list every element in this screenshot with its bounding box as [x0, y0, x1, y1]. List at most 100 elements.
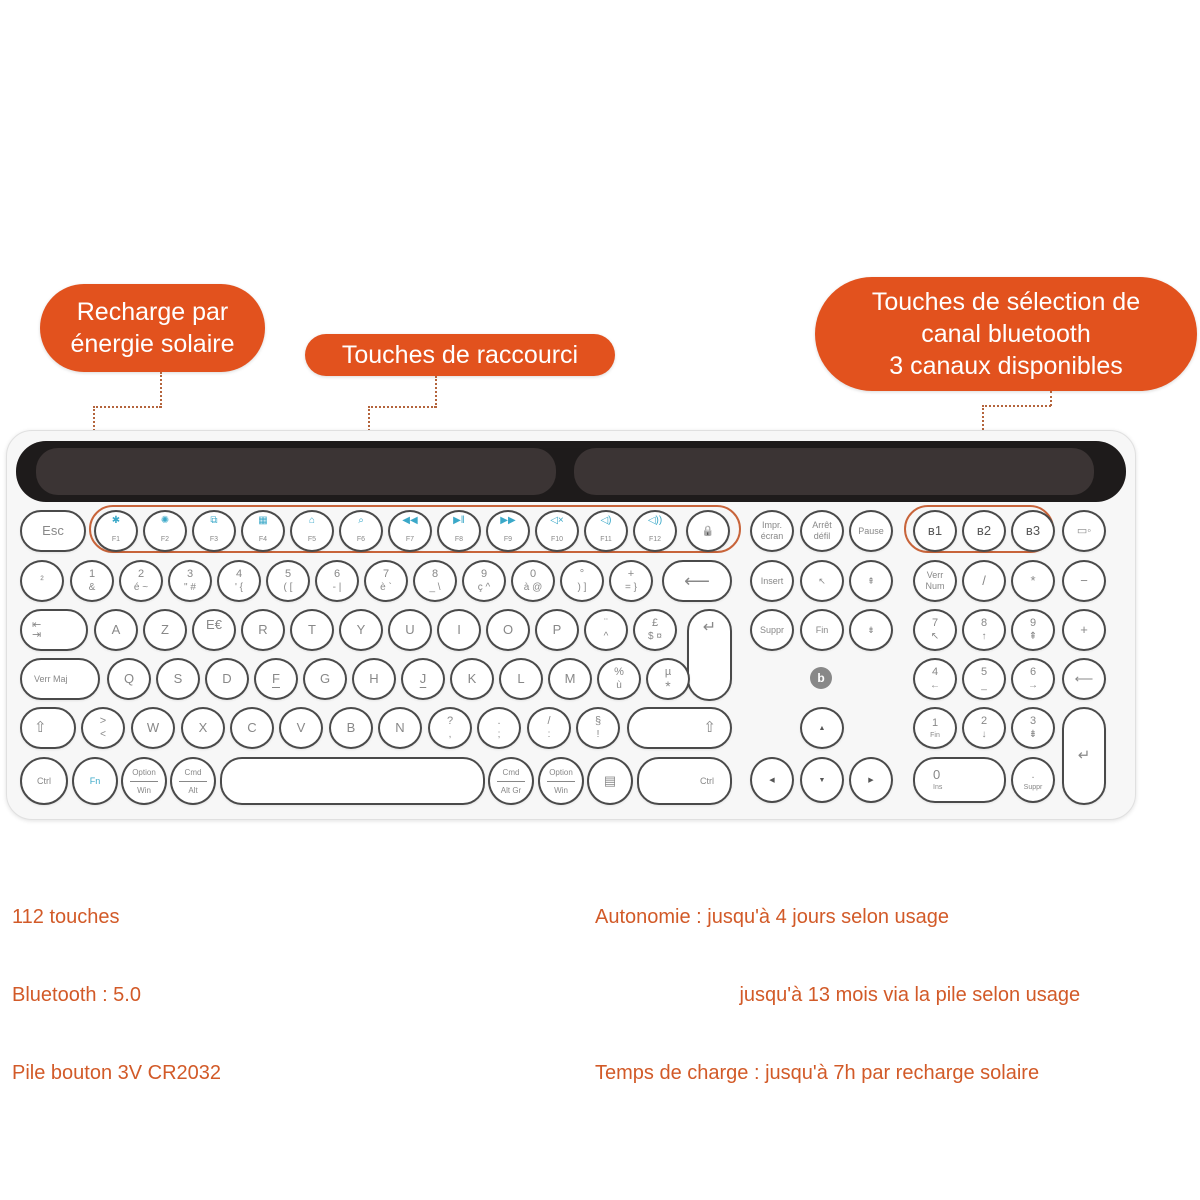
key-shift-right[interactable]: ⇧ [627, 707, 732, 749]
key-f10[interactable]: ◁× F10 [535, 510, 579, 552]
key-angle-brackets[interactable]: > < [81, 707, 125, 749]
key-tab[interactable]: ⇤ ⇥ [20, 609, 88, 651]
key-g[interactable]: G [303, 658, 347, 700]
key-v[interactable]: V [279, 707, 323, 749]
key-k[interactable]: K [450, 658, 494, 700]
key-f1[interactable]: ✱ F1 [94, 510, 138, 552]
key-i[interactable]: I [437, 609, 481, 651]
key-num-6[interactable]: 6 → [1011, 658, 1055, 700]
key-num-0[interactable]: 0 Ins [913, 757, 1006, 803]
key-option-right[interactable]: Option Win [538, 757, 584, 805]
key-r[interactable]: R [241, 609, 285, 651]
key-cmd-left[interactable]: Cmd Alt [170, 757, 216, 805]
key-num-decimal[interactable]: . Suppr [1011, 757, 1055, 803]
key-bt-channel-3[interactable]: ʙ 3 [1011, 510, 1055, 552]
key-9[interactable]: 9 ç ^ [462, 560, 506, 602]
key-mu[interactable]: µ * [646, 658, 690, 700]
key-squared[interactable]: ² [20, 560, 64, 602]
key-num-multiply[interactable]: * [1011, 560, 1055, 602]
key-scroll-lock[interactable]: Arrêt défil [800, 510, 844, 552]
key-insert[interactable]: Insert [750, 560, 794, 602]
key-end[interactable]: Fin [800, 609, 844, 651]
key-num-3[interactable]: 3 ⇟ [1011, 707, 1055, 749]
key-f6[interactable]: ⌕ F6 [339, 510, 383, 552]
key-page-up[interactable]: ⇞ [849, 560, 893, 602]
key-plus-equal[interactable]: + = } [609, 560, 653, 602]
key-z[interactable]: Z [143, 609, 187, 651]
key-caps-lock[interactable]: Verr Maj [20, 658, 100, 700]
key-f9[interactable]: ▶▶ F9 [486, 510, 530, 552]
key-question[interactable]: ? , [428, 707, 472, 749]
key-backspace[interactable]: ⟵ [662, 560, 732, 602]
key-s[interactable]: S [156, 658, 200, 700]
key-degree[interactable]: ° ) ] [560, 560, 604, 602]
key-d[interactable]: D [205, 658, 249, 700]
key-m[interactable]: M [548, 658, 592, 700]
key-7[interactable]: 7 è ` [364, 560, 408, 602]
key-menu[interactable]: ▤ [587, 757, 633, 805]
key-num-lock[interactable]: Verr Num [913, 560, 957, 602]
key-lock[interactable]: 🔒 [686, 510, 730, 552]
key-1[interactable]: 1 & [70, 560, 114, 602]
key-x[interactable]: X [181, 707, 225, 749]
key-option-left[interactable]: Option Win [121, 757, 167, 805]
key-o[interactable]: O [486, 609, 530, 651]
key-5[interactable]: 5 ( [ [266, 560, 310, 602]
key-num-minus[interactable]: − [1062, 560, 1106, 602]
key-f7[interactable]: ◀◀ F7 [388, 510, 432, 552]
key-caret[interactable]: ¨ ^ [584, 609, 628, 651]
key-esc[interactable]: Esc [20, 510, 86, 552]
key-num-9[interactable]: 9 ⇞ [1011, 609, 1055, 651]
key-q[interactable]: Q [107, 658, 151, 700]
key-num-enter[interactable]: ↵ [1062, 707, 1106, 805]
key-fn[interactable]: Fn [72, 757, 118, 805]
key-device-switch[interactable]: ▭◦ [1062, 510, 1106, 552]
key-num-1[interactable]: 1 Fin [913, 707, 957, 749]
key-f3[interactable]: ⧉ F3 [192, 510, 236, 552]
key-w[interactable]: W [131, 707, 175, 749]
key-3[interactable]: 3 " # [168, 560, 212, 602]
key-arrow-left[interactable]: ◀ [750, 757, 794, 803]
key-enter[interactable]: ↵ [687, 609, 732, 701]
key-a[interactable]: A [94, 609, 138, 651]
key-num-8[interactable]: 8 ↑ [962, 609, 1006, 651]
key-percent[interactable]: % ù [597, 658, 641, 700]
key-period[interactable]: . ; [477, 707, 521, 749]
key-print-screen[interactable]: Impr. écran [750, 510, 794, 552]
key-p[interactable]: P [535, 609, 579, 651]
key-home[interactable]: ↖ [800, 560, 844, 602]
key-f2[interactable]: ✺ F2 [143, 510, 187, 552]
key-0[interactable]: 0 à @ [511, 560, 555, 602]
key-arrow-right[interactable]: ▶ [849, 757, 893, 803]
key-num-2[interactable]: 2 ↓ [962, 707, 1006, 749]
key-f12[interactable]: ◁)) F12 [633, 510, 677, 552]
key-num-backspace[interactable]: ⟵ [1062, 658, 1106, 700]
key-2[interactable]: 2 é ~ [119, 560, 163, 602]
key-8[interactable]: 8 _ \ [413, 560, 457, 602]
key-delete[interactable]: Suppr [750, 609, 794, 651]
key-l[interactable]: L [499, 658, 543, 700]
key-num-4[interactable]: 4 ← [913, 658, 957, 700]
key-j[interactable]: J [401, 658, 445, 700]
key-shift-left[interactable]: ⇧ [20, 707, 76, 749]
key-num-5[interactable]: 5 _ [962, 658, 1006, 700]
key-6[interactable]: 6 - | [315, 560, 359, 602]
key-arrow-up[interactable]: ▲ [800, 707, 844, 749]
key-f[interactable]: F [254, 658, 298, 700]
key-f11[interactable]: ◁) F11 [584, 510, 628, 552]
key-h[interactable]: H [352, 658, 396, 700]
key-f8[interactable]: ▶‖ F8 [437, 510, 481, 552]
key-f5[interactable]: ⌂ F5 [290, 510, 334, 552]
key-e[interactable]: E € [192, 609, 236, 651]
key-f4[interactable]: ▦ F4 [241, 510, 285, 552]
key-4[interactable]: 4 ' { [217, 560, 261, 602]
key-b[interactable]: B [329, 707, 373, 749]
key-arrow-down[interactable]: ▼ [800, 757, 844, 803]
key-section[interactable]: § ! [576, 707, 620, 749]
key-u[interactable]: U [388, 609, 432, 651]
key-ctrl-right[interactable]: Ctrl [637, 757, 732, 805]
key-bt-channel-2[interactable]: ʙ 2 [962, 510, 1006, 552]
key-space[interactable] [220, 757, 485, 805]
key-cmd-right[interactable]: Cmd Alt Gr [488, 757, 534, 805]
key-slash[interactable]: / : [527, 707, 571, 749]
